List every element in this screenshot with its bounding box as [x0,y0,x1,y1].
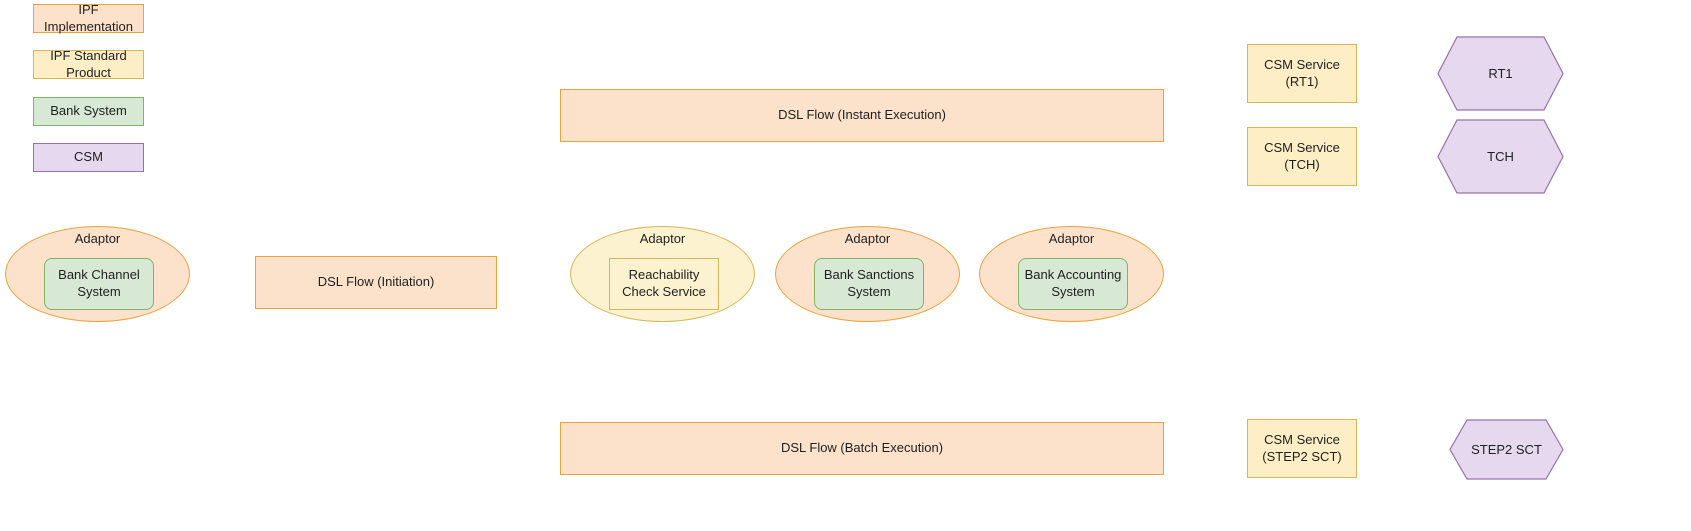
legend-item-ipf-standard-product: IPF Standard Product [33,48,144,80]
hexagon-icon [1437,119,1564,194]
bank-accounting-system-node: Bank Accounting System [1018,258,1128,310]
adaptor-bank-channel-system: Adaptor Bank Channel System [5,226,190,322]
legend-label-ipf-implementation: IPF Implementation [44,2,133,34]
dsl-flow-batch-execution: DSL Flow (Batch Execution) [560,422,1164,475]
dsl-flow-batch-execution-label: DSL Flow (Batch Execution) [780,440,944,456]
bank-sanctions-system-node: Bank Sanctions System [814,258,924,310]
legend-label-bank-system: Bank System [50,103,127,119]
csm-service-step2-sct-label: CSM Service (STEP2 SCT) [1262,432,1342,464]
adaptor-label: Adaptor [844,231,891,246]
adaptor-bank-accounting-system: Adaptor Bank Accounting System [979,226,1164,322]
legend-label-csm: CSM [74,149,103,165]
adaptor-label: Adaptor [1048,231,1095,246]
adaptor-label: Adaptor [74,231,121,246]
csm-network-rt1-label: RT1 [1488,66,1513,81]
legend-item-bank-system: Bank System [33,97,144,126]
hexagon-icon [1437,36,1564,111]
csm-service-rt1-label: CSM Service (RT1) [1264,57,1340,89]
legend-label-ipf-standard-product: IPF Standard Product [50,48,127,80]
bank-accounting-system-label: Bank Accounting System [1024,267,1122,299]
bank-sanctions-system-label: Bank Sanctions System [823,267,915,299]
csm-service-tch: CSM Service (TCH) [1247,127,1357,186]
csm-service-step2-sct: CSM Service (STEP2 SCT) [1247,419,1357,478]
legend-item-csm: CSM [33,143,144,172]
dsl-flow-instant-execution: DSL Flow (Instant Execution) [560,89,1164,142]
legend-item-ipf-implementation: IPF Implementation [33,2,144,34]
csm-network-tch: TCH [1437,119,1564,194]
dsl-flow-initiation: DSL Flow (Initiation) [255,256,497,309]
csm-network-step2-sct: STEP2 SCT [1449,419,1564,480]
csm-network-tch-label: TCH [1487,149,1514,164]
dsl-flow-initiation-label: DSL Flow (Initiation) [317,274,435,290]
csm-network-rt1: RT1 [1437,36,1564,111]
bank-channel-system-label: Bank Channel System [58,267,140,299]
bank-channel-system-node: Bank Channel System [44,258,154,310]
adaptor-label: Adaptor [639,231,686,246]
csm-service-rt1: CSM Service (RT1) [1247,44,1357,103]
reachability-check-service-label: Reachability Check Service [622,267,706,299]
dsl-flow-instant-execution-label: DSL Flow (Instant Execution) [778,107,946,123]
csm-service-tch-label: CSM Service (TCH) [1264,140,1340,172]
adaptor-reachability-check-service: Adaptor Reachability Check Service [570,226,755,322]
hexagon-icon [1449,419,1564,480]
csm-network-step2-sct-label: STEP2 SCT [1471,442,1542,457]
adaptor-bank-sanctions-system: Adaptor Bank Sanctions System [775,226,960,322]
reachability-check-service-node: Reachability Check Service [609,258,719,310]
